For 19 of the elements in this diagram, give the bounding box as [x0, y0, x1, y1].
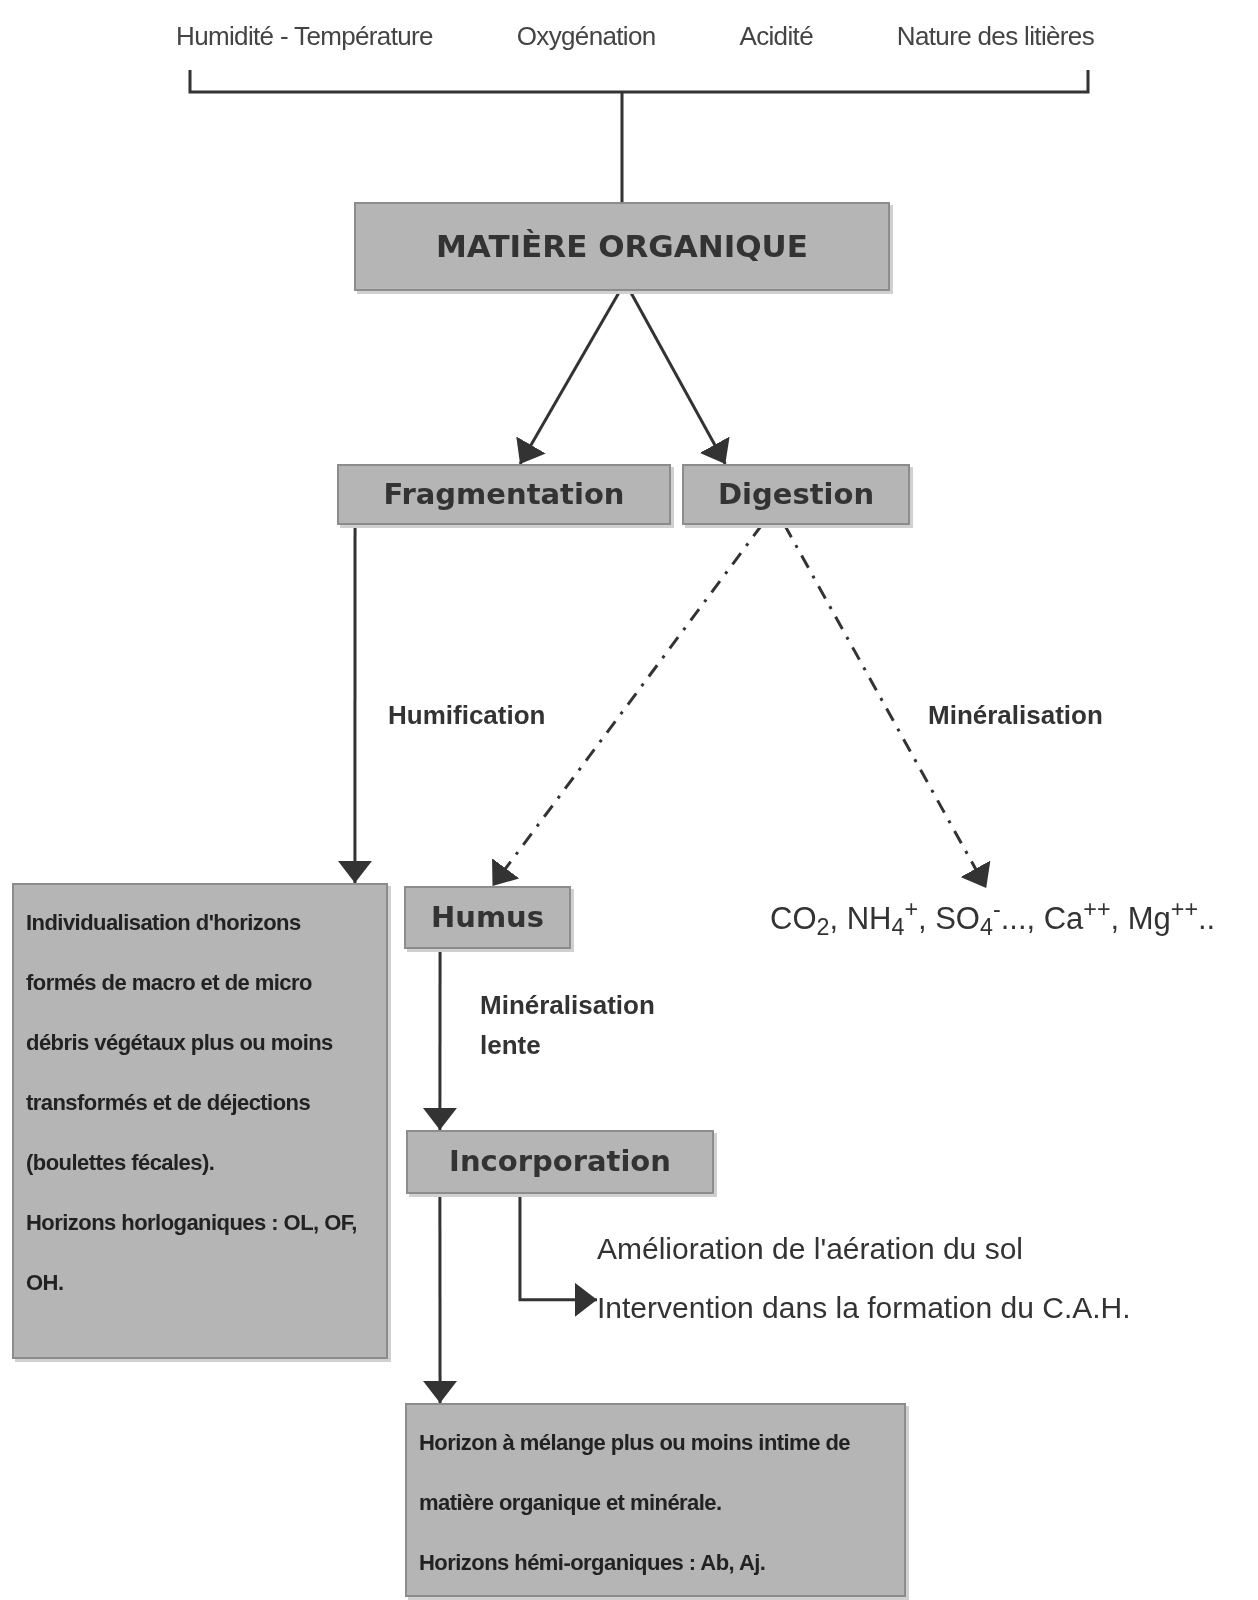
bracket-connector — [188, 68, 1090, 204]
description-box: Horizon à mélange plus ou moins intime de matière organique et minérale. Horizons hémi-organiques : Ab, Aj. — [405, 1403, 906, 1597]
arrow — [518, 1194, 597, 1317]
factor-label: Nature des litières — [896, 19, 1094, 53]
description-box: Individualisation d'horizons formés de macro et de micro débris végétaux plus ou moins transformés et de déjections (boulettes fécales). Horizons horloganiques : OL, OF, OH. — [12, 883, 388, 1359]
factor-label: Acidité — [739, 19, 813, 53]
effect-text: Amélioration de l'aération du sol — [597, 1231, 1024, 1267]
factor-label: Humidité - Température — [176, 19, 433, 53]
ion-list-text: CO$_{2}$, NH$_{4}$$^{+}$, SO$_{4}$$^{-}$..., Ca$^{++}$, Mg$^{++}$.. — [770, 895, 1216, 942]
arrow — [423, 1194, 458, 1403]
process-box: Fragmentation — [337, 464, 671, 525]
process-box: Incorporation — [406, 1130, 714, 1194]
process-box: Humus — [404, 886, 571, 949]
arrow — [422, 949, 457, 1130]
factor-label: Oxygénation — [516, 19, 656, 53]
concept-box: MATIÈRE ORGANIQUE — [354, 202, 890, 291]
process-box: Digestion — [682, 464, 910, 525]
arrow — [337, 525, 372, 883]
effect-text: Intervention dans la formation du C.A.H. — [597, 1290, 1132, 1326]
